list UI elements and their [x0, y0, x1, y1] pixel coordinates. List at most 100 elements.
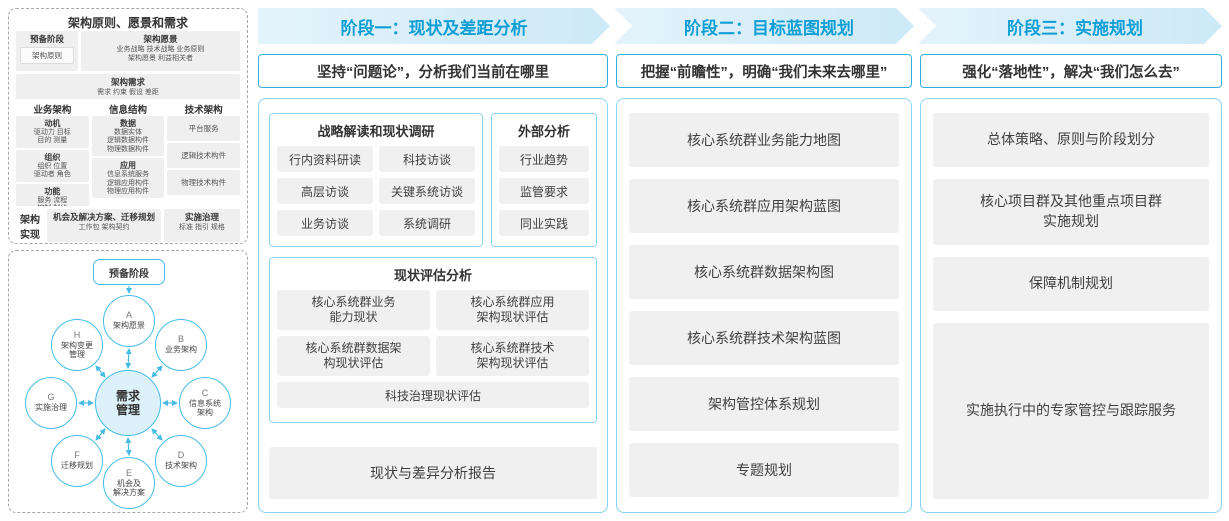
- phase3-main-box: 总体策略、原则与阶段划分 核心项目群及其他重点项目群 实施规划 保障机制规划 实…: [920, 98, 1222, 513]
- tech-item: 逻辑技术构件: [167, 143, 241, 168]
- phase1-header-arrow: 阶段一：现状及差距分析: [258, 8, 610, 44]
- gap-analysis-report-item: 现状与差异分析报告: [269, 447, 597, 499]
- adm-node-f: F 迁移规划: [51, 435, 103, 487]
- strategy-research-grid: 行内资料研读 科技访谈 高层访谈 关键系统访谈 业务访谈 系统调研: [270, 146, 482, 236]
- assessment-item-full: 科技治理现状评估: [277, 382, 589, 408]
- opportunities-migration-box: 机会及解决方案、迁移规划 工作包 架构契约: [47, 209, 161, 242]
- group-name: 数据: [120, 119, 136, 128]
- phase3-item: 核心项目群及其他重点项目群 实施规划: [933, 179, 1209, 245]
- phase2-header-arrow: 阶段二：目标蓝图规划: [614, 8, 914, 44]
- assessment-item: 核心系统群业务 能力现状: [277, 290, 430, 330]
- phase2-main-box: 核心系统群业务能力地图 核心系统群应用架构蓝图 核心系统群数据架构图 核心系统群…: [616, 98, 912, 513]
- strategy-item: 科技访谈: [379, 146, 475, 172]
- node-label: 业务架构: [165, 345, 197, 355]
- group-name: 功能: [44, 186, 61, 196]
- group-name: 应用: [120, 161, 136, 171]
- implementation-label: 架构 实现: [20, 214, 40, 241]
- phase3-item: 总体策略、原则与阶段划分: [933, 113, 1209, 167]
- node-letter: H: [73, 329, 81, 340]
- group-items: 服务 流程 控制 制约: [37, 196, 68, 206]
- assessment-analysis-title: 现状评估分析: [393, 268, 472, 283]
- external-analysis-title: 外部分析: [517, 124, 570, 139]
- group-items: 驱动力 目标 目的 测量: [33, 129, 71, 145]
- prep-phase-item: 架构原则: [20, 47, 74, 64]
- adm-node-c: C 信息系统 架构: [179, 377, 231, 429]
- technology-architecture-title: 技术架构: [184, 105, 223, 116]
- framework-top-row: 预备阶段 架构原则 架构愿景 业务战略 技术战略 业务原则 架构愿景 利益相关者: [16, 31, 240, 71]
- implementation-governance-box: 实施治理 标准 指引 规格: [164, 209, 240, 242]
- node-label: 迁移规划: [61, 461, 93, 471]
- motivation-group: 动机 驱动力 目标 目的 测量: [16, 116, 89, 148]
- group-items: 信息系统服务 逻辑应用构件 物理应用构件: [107, 171, 149, 195]
- architecture-requirements-box: 架构需求 需求 约束 假设 差距: [16, 74, 240, 99]
- node-letter: B: [177, 334, 184, 345]
- phase2-item: 核心系统群业务能力地图: [629, 113, 899, 167]
- adm-node-d: D 技术架构: [155, 435, 207, 487]
- box-items: 工作包 架构契约: [78, 224, 130, 231]
- tech-item: 平台服务: [167, 116, 241, 141]
- adm-cycle-panel: 预备阶段 需求 管理 A 架构愿景 B 业务架构 C 信息系统 架构 D 技术架…: [8, 250, 248, 513]
- box-items: 标准 指引 规格: [179, 224, 225, 231]
- phase1-subtitle: 坚持“问题论”，分析我们当前在哪里: [258, 54, 608, 88]
- node-letter: D: [177, 450, 185, 461]
- adm-node-e: E 机会及 解决方案: [103, 457, 155, 509]
- information-architecture-title: 信息结构: [109, 105, 148, 116]
- phase3-subtitle: 强化“落地性”，解决“我们怎么去”: [920, 54, 1222, 88]
- data-group: 数据 数据实体 逻辑数据构件 物理数据构件: [91, 116, 165, 157]
- assessment-item: 核心系统群数据架 构现状评估: [277, 336, 430, 376]
- group-name: 动机: [44, 119, 61, 128]
- adm-node-prep: 预备阶段: [93, 259, 165, 285]
- phase1-main-box: 战略解读和现状调研 行内资料研读 科技访谈 高层访谈 关键系统访谈 业务访谈 系…: [258, 98, 608, 513]
- adm-node-h: H 架构变更 管理: [51, 319, 103, 371]
- assessment-item: 核心系统群技术 架构现状评估: [436, 336, 589, 376]
- strategy-item: 关键系统访谈: [379, 178, 475, 204]
- vision-items: 业务战略 技术战略 业务原则 架构愿景 利益相关者: [116, 46, 205, 62]
- phase2-item: 核心系统群数据架构图: [629, 245, 899, 299]
- requirements-title: 架构需求: [110, 77, 145, 87]
- strategy-research-title: 战略解读和现状调研: [317, 124, 435, 139]
- strategy-item: 行内资料研读: [277, 146, 373, 172]
- organization-group: 组织 组织 位置 驱动者 角色: [16, 149, 89, 182]
- phase3-item: 保障机制规划: [933, 257, 1209, 311]
- requirements-items: 需求 约束 假设 差距: [97, 89, 159, 96]
- external-analysis-box: 外部分析 行业趋势 监管要求 同业实践: [491, 113, 597, 247]
- node-label: 架构变更 管理: [61, 340, 93, 359]
- group-name: 组织: [44, 152, 61, 162]
- assessment-item: 核心系统群应用 架构现状评估: [436, 290, 589, 330]
- phase3-item: 实施执行中的专家管控与跟踪服务: [933, 323, 1209, 499]
- phase3-header-arrow: 阶段三：实施规划: [918, 8, 1222, 44]
- node-label: 技术架构: [165, 461, 197, 471]
- architecture-implementation-row: 架构 实现 机会及解决方案、迁移规划 工作包 架构契约 实施治理 标准 指引 规…: [16, 209, 240, 242]
- framework-title: 架构原则、愿景和需求: [67, 16, 188, 30]
- node-letter: G: [47, 392, 55, 403]
- node-label: 实施治理: [35, 403, 67, 413]
- external-item: 监管要求: [499, 178, 589, 204]
- node-letter: E: [125, 467, 132, 478]
- box-title: 实施治理: [184, 212, 219, 222]
- strategy-item: 业务访谈: [277, 210, 373, 236]
- phase2-item: 专题规划: [629, 443, 899, 497]
- adm-node-g: G 实施治理: [25, 377, 77, 429]
- strategy-research-box: 战略解读和现状调研 行内资料研读 科技访谈 高层访谈 关键系统访谈 业务访谈 系…: [269, 113, 483, 247]
- group-items: 数据实体 逻辑数据构件 物理数据构件: [107, 129, 149, 153]
- assessment-grid: 核心系统群业务 能力现状 核心系统群应用 架构现状评估 核心系统群数据架 构现状…: [270, 290, 596, 376]
- framework-columns: 业务架构 动机 驱动力 目标 目的 测量 组织 组织 位置 驱动者 角色 功能 …: [16, 102, 241, 206]
- architecture-framework-panel: 架构原则、愿景和需求 预备阶段 架构原则 架构愿景 业务战略 技术战略 业务原则…: [8, 8, 248, 244]
- adm-node-b: B 业务架构: [155, 319, 207, 371]
- adm-center-requirements: 需求 管理: [95, 370, 161, 436]
- phase2-item: 核心系统群应用架构蓝图: [629, 179, 899, 233]
- application-group: 应用 信息系统服务 逻辑应用构件 物理应用构件: [91, 158, 165, 199]
- strategy-item: 系统调研: [379, 210, 475, 236]
- architecture-vision-box: 架构愿景 业务战略 技术战略 业务原则 架构愿景 利益相关者: [81, 31, 240, 71]
- external-item: 同业实践: [499, 210, 589, 236]
- business-architecture-column: 业务架构 动机 驱动力 目标 目的 测量 组织 组织 位置 驱动者 角色 功能 …: [16, 102, 89, 206]
- node-letter: F: [74, 450, 80, 461]
- prep-phase-box: 预备阶段 架构原则: [16, 31, 78, 71]
- adm-connector-lines: [78, 286, 178, 456]
- phase2-subtitle: 把握“前瞻性”，明确“我们未来去哪里”: [616, 54, 912, 88]
- node-letter: A: [125, 310, 132, 321]
- prep-phase-label: 预备阶段: [29, 34, 64, 44]
- node-label: 信息系统 架构: [189, 398, 221, 417]
- node-label: 机会及 解决方案: [113, 478, 145, 497]
